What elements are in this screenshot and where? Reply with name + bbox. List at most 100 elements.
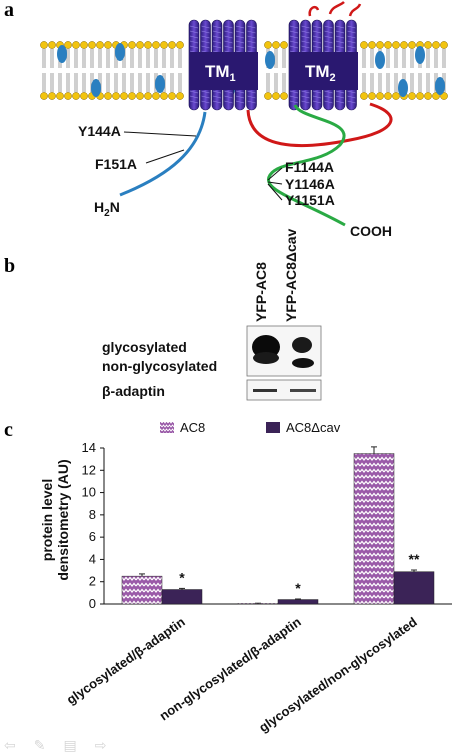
lipid-head	[440, 41, 448, 49]
lipid-head	[280, 41, 288, 49]
row-label-beta-adaptin: β-adaptin	[102, 383, 165, 399]
n-terminus-label: H2N	[94, 199, 120, 219]
panel-letter-b: b	[4, 255, 15, 277]
lipid-head	[136, 41, 144, 49]
lipid-tails	[42, 49, 446, 92]
lipid-head	[416, 92, 424, 100]
lipid-head	[152, 92, 160, 100]
bar-ac8	[121, 575, 163, 605]
lipid-head	[88, 41, 96, 49]
y-axis-label-line1: protein level	[39, 479, 55, 561]
viewer-nav: ⇦ ✎ ▤ ⇨	[4, 737, 106, 754]
category-label: glycosylated/β-adaptin	[64, 614, 188, 707]
mutation-y1151a: Y1151A	[285, 192, 335, 208]
lipid-head	[104, 41, 112, 49]
lipid-head	[128, 41, 136, 49]
membrane-oval	[91, 79, 101, 97]
panel-letter-c: c	[4, 419, 13, 441]
lipid-head	[104, 92, 112, 100]
lipid-head	[72, 92, 80, 100]
membrane-oval	[398, 79, 408, 97]
bar-ac8	[353, 453, 395, 605]
lipid-head	[112, 92, 120, 100]
y-tick-label: 10	[82, 485, 96, 500]
lipid-head	[168, 92, 176, 100]
panel-a: a TM1 TM2 Y144A F151A	[4, 0, 450, 239]
tm2-label: TM2	[305, 62, 336, 84]
lipid-head	[176, 41, 184, 49]
membrane-oval	[435, 77, 445, 95]
membrane-oval	[57, 45, 67, 63]
lipid-heads-top	[40, 41, 448, 49]
pen-icon[interactable]: ✎	[33, 737, 46, 753]
lipid-head	[392, 41, 400, 49]
y-tick-label: 2	[89, 574, 96, 589]
lipid-head	[264, 41, 272, 49]
lipid-head	[120, 92, 128, 100]
y-tick-label: 0	[89, 596, 96, 611]
lipid-head	[48, 92, 56, 100]
lipid-head	[376, 92, 384, 100]
lipid-head	[272, 41, 280, 49]
nav-forward-icon[interactable]: ⇨	[94, 737, 107, 753]
lipid-head	[400, 41, 408, 49]
lipid-head	[360, 41, 368, 49]
row-label-non-glycosylated: non-glycosylated	[102, 358, 217, 374]
lipid-head	[432, 92, 440, 100]
significance-marker: *	[295, 580, 301, 596]
chart-category-labels: glycosylated/β-adaptinnon-glycosylated/β…	[64, 614, 420, 735]
lipid-head	[144, 41, 152, 49]
mutation-y144a: Y144A	[78, 123, 121, 139]
bar-ac8dcav	[277, 599, 319, 605]
lipid-head	[360, 92, 368, 100]
panel-b: b YFP-AC8 YFP-AC8Δcav glycosylated non-g…	[4, 228, 322, 401]
lipid-head	[280, 92, 288, 100]
panel-c: c AC8 AC8Δcav protein level densitometry…	[4, 419, 452, 735]
chart-bars: ****	[121, 446, 435, 605]
mutation-y1146a: Y1146A	[285, 176, 335, 192]
membrane-blue-ovals	[57, 43, 445, 97]
lipid-head	[64, 41, 72, 49]
row-label-glycosylated: glycosylated	[102, 339, 187, 355]
lipid-head	[160, 41, 168, 49]
y-tick-label: 6	[89, 529, 96, 544]
lipid-head	[40, 41, 48, 49]
lipid-head	[168, 41, 176, 49]
membrane-oval	[115, 43, 125, 61]
membrane-oval	[155, 75, 165, 93]
lipid-head	[408, 92, 416, 100]
legend-swatch-ac8	[160, 422, 174, 433]
lane-label-yfp-ac8dcav: YFP-AC8Δcav	[283, 228, 299, 322]
lane-label-yfp-ac8: YFP-AC8	[253, 262, 269, 322]
lipid-head	[40, 92, 48, 100]
c-terminus-label: COOH	[350, 223, 392, 239]
lipid-head	[80, 41, 88, 49]
significance-marker: *	[179, 569, 185, 585]
lipid-head	[144, 92, 152, 100]
lipid-head	[80, 92, 88, 100]
lipid-head	[432, 41, 440, 49]
lipid-head	[368, 92, 376, 100]
legend-label-ac8dcav: AC8Δcav	[286, 420, 341, 435]
lipid-head	[264, 92, 272, 100]
membrane-oval	[265, 51, 275, 69]
nav-back-icon[interactable]: ⇦	[4, 737, 16, 753]
lipid-head	[176, 92, 184, 100]
c-terminal-strand	[267, 104, 346, 227]
lipid-head	[424, 92, 432, 100]
n-terminal-strand	[119, 111, 207, 197]
membrane-oval	[415, 46, 425, 64]
menu-icon[interactable]: ▤	[63, 737, 77, 753]
lipid-head	[72, 41, 80, 49]
lipid-head	[424, 41, 432, 49]
lipid-head	[384, 92, 392, 100]
lipid-head	[152, 41, 160, 49]
lipid-head	[48, 41, 56, 49]
tm2-domain: TM2	[288, 19, 358, 111]
lipid-head	[408, 41, 416, 49]
lipid-head	[64, 92, 72, 100]
lipid-head	[56, 92, 64, 100]
western-blot-main	[246, 325, 322, 377]
y-tick-label: 12	[82, 462, 96, 477]
